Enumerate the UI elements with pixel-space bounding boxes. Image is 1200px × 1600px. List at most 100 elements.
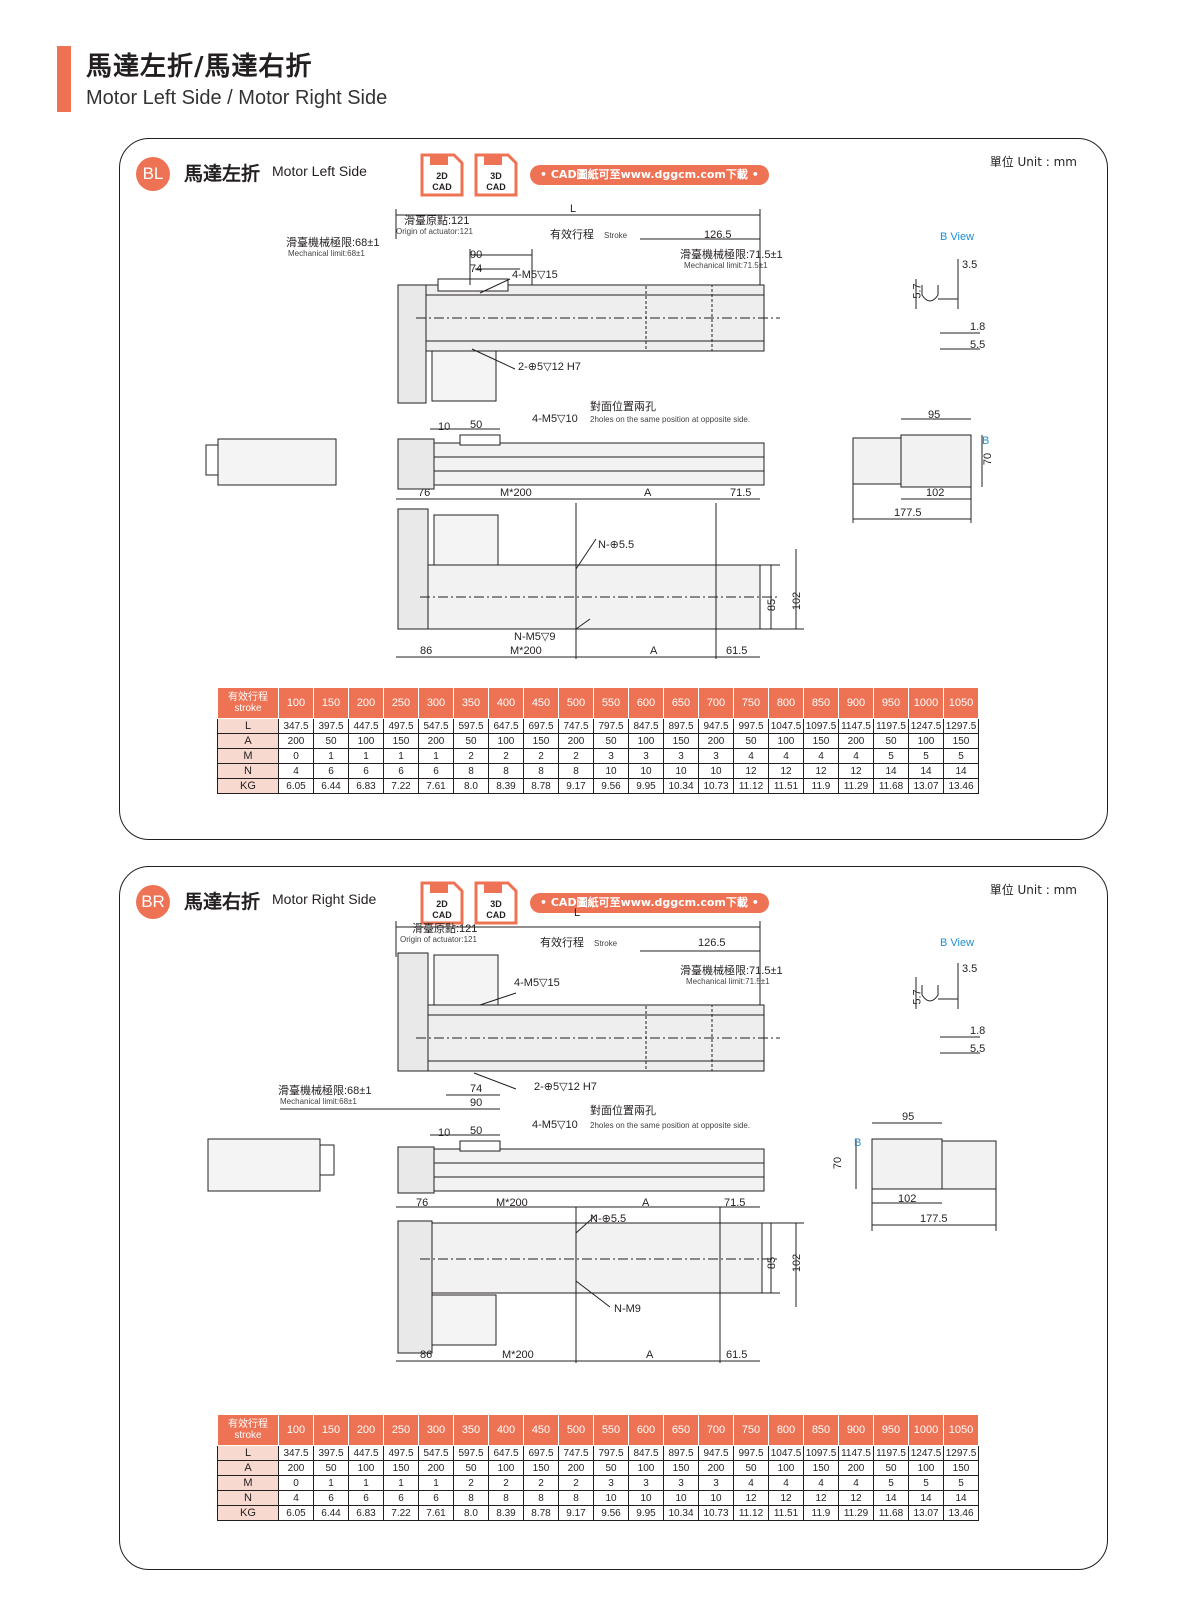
table-cell: 1: [418, 1475, 454, 1491]
table-cell: 50: [733, 733, 769, 749]
thread-label-side: 4-M5▽10: [532, 413, 578, 425]
table-cell: 5: [943, 748, 979, 764]
table-cell: 13.07: [908, 778, 944, 794]
table-cell: 10: [663, 1490, 699, 1506]
table-cell: 8.39: [488, 1505, 524, 1521]
dim-95: 95: [928, 409, 941, 421]
stroke-column-header: 450: [523, 687, 559, 719]
cad-3d-icon[interactable]: 3D CAD: [474, 881, 518, 925]
table-cell: 6.83: [348, 1505, 384, 1521]
mech-left-label-en: Mechanical limit:68±1: [280, 1097, 357, 1106]
stroke-column-header: 750: [733, 687, 769, 719]
stroke-label-en: Stroke: [594, 939, 618, 948]
row-label: A: [217, 1460, 279, 1476]
table-cell: 1047.5: [768, 718, 804, 734]
table-cell: 847.5: [628, 1445, 664, 1461]
table-cell: 3: [698, 748, 734, 764]
opposite-label-en: 2holes on the same position at opposite …: [590, 1121, 751, 1130]
table-cell: 100: [348, 1460, 384, 1476]
table-cell: 9.56: [593, 1505, 629, 1521]
cad-2d-icon[interactable]: 2D CAD: [420, 881, 464, 925]
table-cell: 1247.5: [908, 718, 944, 734]
table-cell: 4: [733, 748, 769, 764]
table-cell: 1: [383, 748, 419, 764]
table-cell: 6: [418, 763, 454, 779]
table-cell: 11.12: [733, 778, 769, 794]
dim-71-5: 71.5: [730, 487, 752, 499]
stroke-column-header: 1050: [943, 1414, 979, 1446]
stroke-label: 有效行程: [550, 229, 594, 241]
table-cell: 10.73: [698, 778, 734, 794]
table-cell: 200: [558, 733, 594, 749]
table-cell: 547.5: [418, 1445, 454, 1461]
table-cell: 100: [488, 1460, 524, 1476]
dim-50: 50: [470, 1125, 483, 1137]
table-cell: 6.83: [348, 778, 384, 794]
dim-74: 74: [470, 1083, 483, 1095]
stroke-column-header: 950: [873, 687, 909, 719]
table-cell: 397.5: [313, 1445, 349, 1461]
table-cell: 7.22: [383, 778, 419, 794]
stroke-column-header: 650: [663, 687, 699, 719]
table-cell: 150: [803, 1460, 839, 1476]
panel-title-en: Motor Right Side: [272, 891, 377, 907]
table-cell: 100: [348, 733, 384, 749]
stroke-header-cn: 有效行程: [228, 1419, 268, 1430]
download-link[interactable]: • CAD圖紙可至www.dggcm.com下載 •: [530, 165, 769, 185]
table-cell: 100: [768, 1460, 804, 1476]
table-cell: 3: [628, 1475, 664, 1491]
table-cell: 847.5: [628, 718, 664, 734]
table-cell: 10.34: [663, 778, 699, 794]
dim-90: 90: [470, 1097, 483, 1109]
stroke-column-header: 100: [278, 687, 314, 719]
table-cell: 12: [803, 1490, 839, 1506]
table-cell: 2: [453, 1475, 489, 1491]
top-view: [395, 209, 780, 404]
table-cell: 3: [628, 748, 664, 764]
dim-85: 85: [766, 1256, 779, 1270]
cad-3d-label: 3D: [490, 899, 502, 909]
table-cell: 3: [663, 748, 699, 764]
thread-label-side: 4-M5▽10: [532, 1119, 578, 1131]
table-cell: 12: [768, 763, 804, 779]
table-cell: 1: [418, 748, 454, 764]
table-cell: 200: [278, 733, 314, 749]
stroke-column-header: 100: [278, 1414, 314, 1446]
row-label: N: [217, 1490, 279, 1506]
table-cell: 6: [313, 1490, 349, 1506]
mech-right-label-en: Mechanical limit:71.5±1: [684, 261, 768, 270]
bottom-view: [396, 1206, 804, 1363]
stroke-column-header: 350: [453, 687, 489, 719]
table-cell: 4: [733, 1475, 769, 1491]
table-cell: 5: [873, 748, 909, 764]
dim-102: 102: [926, 487, 945, 499]
page-title: 馬達左折/馬達右折: [86, 52, 313, 82]
cad-3d-icon[interactable]: 3D CAD: [474, 153, 518, 197]
side-view: [205, 428, 765, 490]
table-cell: 12: [733, 763, 769, 779]
table-cell: 8: [558, 1490, 594, 1506]
table-cell: 11.29: [838, 1505, 874, 1521]
download-link[interactable]: • CAD圖紙可至www.dggcm.com下載 •: [530, 893, 769, 913]
dim-5-5: 5.5: [970, 339, 986, 351]
table-cell: 6: [348, 1490, 384, 1506]
dim-177-5: 177.5: [920, 1213, 948, 1225]
cad-3d-sub: CAD: [486, 910, 506, 920]
table-cell: 14: [943, 1490, 979, 1506]
table-cell: 1097.5: [803, 1445, 839, 1461]
table-cell: 7.61: [418, 778, 454, 794]
cad-2d-icon[interactable]: 2D CAD: [420, 153, 464, 197]
table-cell: 7.61: [418, 1505, 454, 1521]
stroke-column-header: 850: [803, 1414, 839, 1446]
stroke-column-header: 1050: [943, 687, 979, 719]
table-cell: 100: [488, 733, 524, 749]
mech-right-label: 滑臺機械極限:71.5±1: [680, 249, 783, 261]
dim-177-5: 177.5: [894, 507, 922, 519]
table-cell: 11.51: [768, 778, 804, 794]
stroke-column-header: 300: [418, 687, 454, 719]
table-cell: 10: [593, 763, 629, 779]
dim-A-bottom: A: [646, 1349, 654, 1361]
